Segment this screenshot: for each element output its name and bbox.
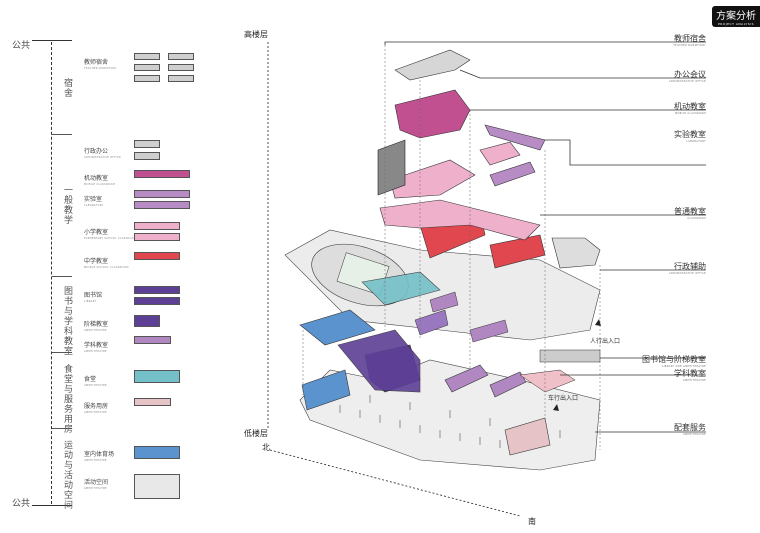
public-top-label: 公共 (12, 41, 31, 51)
divider (52, 134, 72, 135)
high-floor-label: 高楼层 (244, 30, 268, 39)
divider (52, 428, 72, 429)
legend-swatch (134, 286, 180, 294)
legend-swatch (134, 297, 180, 305)
legend-swatch (134, 64, 160, 71)
category-library: 图书与学科教室 (62, 286, 72, 356)
legend-swatch (134, 398, 171, 406)
badge-title: 方案分析 (716, 11, 756, 22)
divider (52, 352, 72, 353)
south-label: 南 (528, 517, 536, 526)
category-dorm: 宿舍 (62, 78, 72, 98)
legend-swatch (134, 140, 160, 148)
legend-swatch (134, 170, 190, 178)
legend-swatch (134, 53, 160, 60)
legend-swatch (134, 201, 190, 209)
legend-swatch (168, 75, 194, 82)
north-south-axis (269, 449, 521, 517)
legend-swatch (134, 222, 180, 230)
legend-swatch (168, 53, 194, 60)
pedestrian-entrance-label: 人行出入口 (590, 338, 621, 345)
legend-swatch (134, 252, 180, 260)
north-label: 北 (262, 443, 270, 452)
bottom-rule (32, 505, 72, 506)
category-canteen: 食堂与服务用房 (62, 364, 72, 434)
axis-dashed-line (51, 42, 52, 504)
public-bottom-label: 公共 (12, 499, 31, 509)
category-sports: 运动与活动空间 (62, 440, 72, 510)
vehicle-entrance-label: 车行出入口 (548, 395, 579, 402)
legend-swatch (134, 233, 180, 241)
category-general-teaching: 一般教学 (62, 185, 72, 225)
legend-swatch (134, 336, 171, 344)
legend-swatch (134, 315, 160, 327)
top-rule (32, 40, 72, 41)
legend-swatch (168, 64, 194, 71)
legend-swatch (134, 152, 160, 160)
legend-swatch (134, 446, 180, 459)
legend-swatch (134, 474, 180, 499)
legend-swatch (134, 75, 160, 82)
legend-swatch (134, 370, 180, 383)
divider (52, 276, 72, 277)
legend-swatch (134, 190, 190, 198)
badge-subtitle: PROJECT ANALYSIS (717, 22, 755, 26)
low-floor-label: 低楼层 (244, 429, 268, 438)
